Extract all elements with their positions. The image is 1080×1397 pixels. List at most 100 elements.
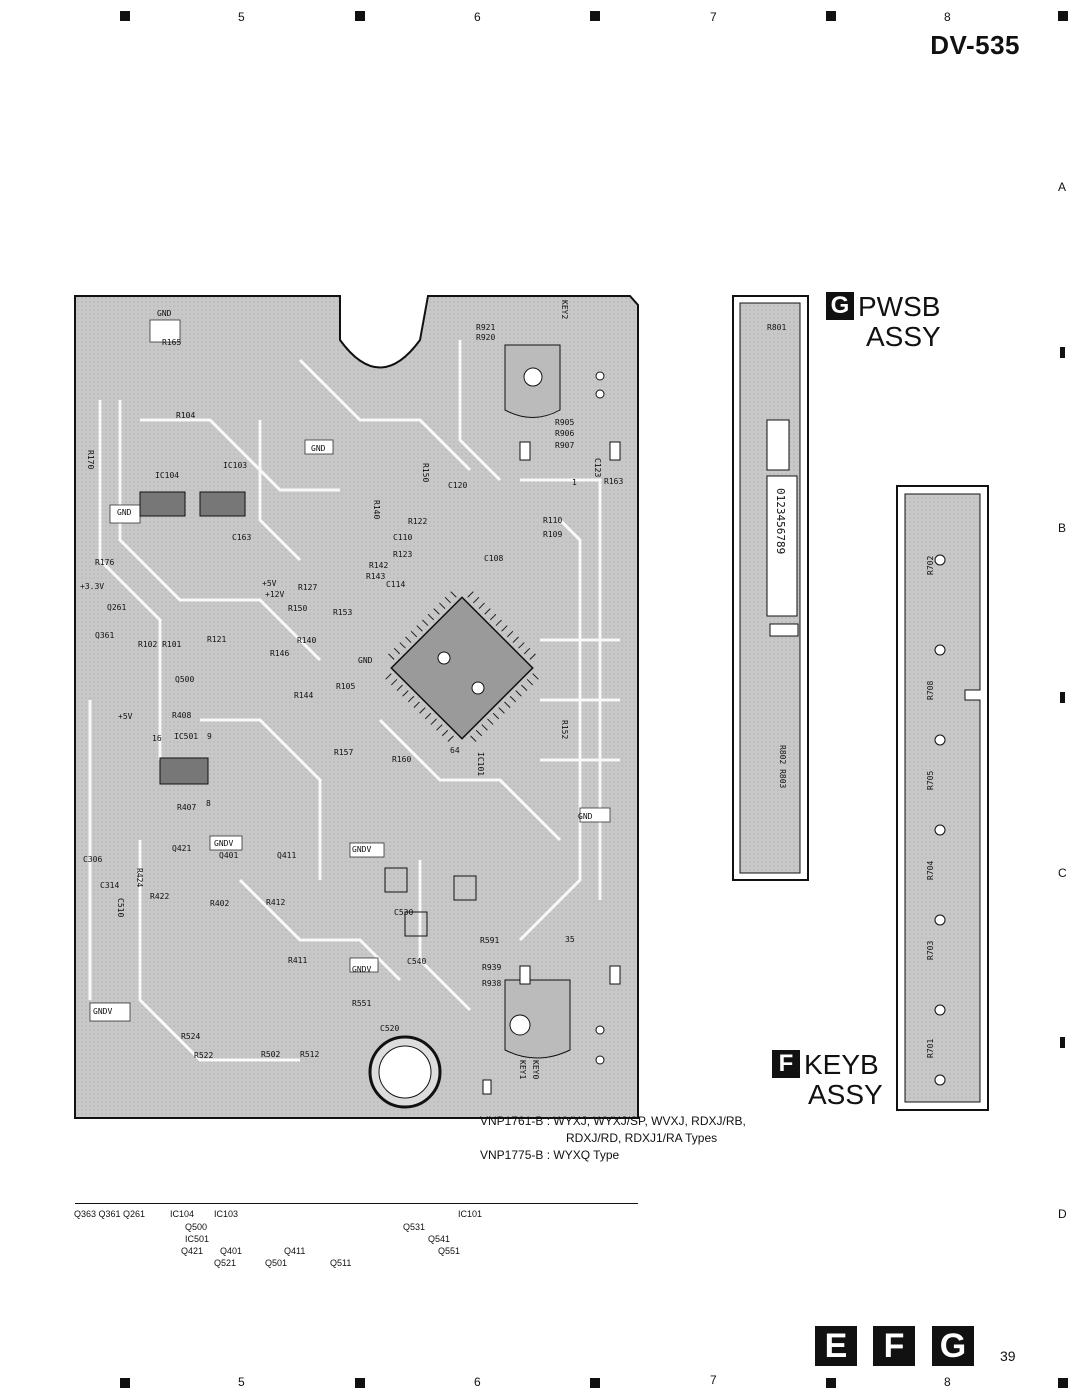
pcb-label: R701 [926, 1039, 935, 1058]
parts-index-rule [75, 1203, 638, 1204]
column-number: 8 [944, 1375, 951, 1389]
pcb-label: R150 [288, 604, 307, 613]
pcb-label: GND [358, 656, 373, 665]
pcb-label: R938 [482, 979, 501, 988]
register-mark [590, 11, 600, 21]
pcb-label: GNDV [214, 839, 233, 848]
column-number: 6 [474, 10, 481, 24]
register-mark [826, 11, 836, 21]
pcb-label: GND [311, 444, 326, 453]
pcb-label: R160 [392, 755, 411, 764]
pcb-label: 9 [207, 732, 212, 741]
register-mark [120, 11, 130, 21]
pcb-label: C114 [386, 580, 405, 589]
pcb-label: R150 [421, 463, 430, 482]
pcb-label: GND [157, 309, 172, 318]
keyb-title-line2: ASSY [808, 1079, 883, 1110]
board-letter-f: F [772, 1050, 800, 1078]
pwsb-title-line1: PWSB [858, 291, 941, 322]
register-mark [1060, 692, 1065, 703]
variant-note-2: RDXJ/RD, RDXJ1/RA Types [566, 1131, 718, 1145]
model-name: DV-535 [930, 30, 1020, 60]
pcb-label: GND [578, 812, 593, 821]
parts-ref: Q500 [185, 1222, 208, 1232]
pcb-label: R402 [210, 899, 229, 908]
pcb-label: R905 [555, 418, 574, 427]
register-mark [826, 1378, 836, 1388]
pcb-label: R105 [336, 682, 355, 691]
pcb-label: R802 R803 [778, 745, 787, 789]
parts-ref: IC101 [458, 1209, 483, 1219]
pcb-label: R102 R101 [138, 640, 182, 649]
pcb-label: R422 [150, 892, 169, 901]
pcb-label: Q411 [277, 851, 296, 860]
pcb-label: GNDV [352, 965, 371, 974]
pcb-label: +12V [265, 590, 284, 599]
pcb-label: R906 [555, 429, 574, 438]
column-number: 5 [238, 10, 245, 24]
pcb-label: Q261 [107, 603, 126, 612]
row-letter: C [1058, 866, 1067, 880]
pcb-label: R512 [300, 1050, 319, 1059]
pcb-label: R143 [366, 572, 385, 581]
pcb-label: R176 [95, 558, 114, 567]
pcb-label: KEY0 [531, 1060, 540, 1079]
pcb-label: R591 [480, 936, 499, 945]
register-mark [355, 11, 365, 21]
parts-ref: Q521 [214, 1258, 237, 1268]
pcb-label: R157 [334, 748, 353, 757]
register-mark [1058, 1378, 1068, 1388]
pcb-label: 16 [152, 734, 162, 743]
tab-e: E [815, 1326, 857, 1366]
pcb-label: GNDV [93, 1007, 112, 1016]
parts-ref: Q551 [438, 1246, 461, 1256]
pcb-label: R153 [333, 608, 352, 617]
pcb-label: R502 [261, 1050, 280, 1059]
pcb-label: R163 [604, 477, 623, 486]
pcb-label: C510 [116, 898, 125, 917]
pcb-label: R424 [135, 868, 144, 887]
parts-ref: Q363 Q361 Q261 [74, 1209, 146, 1219]
pcb-label: C314 [100, 881, 119, 890]
pcb-label: R939 [482, 963, 501, 972]
register-mark [120, 1378, 130, 1388]
pcb-label: R801 [767, 323, 786, 332]
pcb-label: R411 [288, 956, 307, 965]
pcb-label: R708 [926, 681, 935, 700]
parts-ref: Q541 [428, 1234, 451, 1244]
pcb-label: R705 [926, 771, 935, 790]
pcb-label: R146 [270, 649, 289, 658]
pcb-label: C120 [448, 481, 467, 490]
pcb-label: C306 [83, 855, 102, 864]
pcb-label: R127 [298, 583, 317, 592]
pcb-label: R522 [194, 1051, 213, 1060]
pcb-label: R165 [162, 338, 181, 347]
pcb-label: R524 [181, 1032, 200, 1041]
board-letter-g: G [826, 292, 854, 320]
pcb-label: 8 [206, 799, 211, 808]
pcb-label: R140 [372, 500, 381, 519]
pcb-label: R152 [560, 720, 569, 739]
pcb-label: IC501 [174, 732, 198, 741]
pcb-label: 0123456789 [774, 488, 787, 554]
pcb-label: R702 [926, 556, 935, 575]
pcb-label: R412 [266, 898, 285, 907]
pcb-label: R104 [176, 411, 195, 420]
pcb-label: KEY2 [560, 300, 569, 319]
parts-ref: Q511 [330, 1258, 352, 1268]
pcb-label: R123 [393, 550, 412, 559]
pcb-label: R920 [476, 333, 495, 342]
pcb-label: R170 [86, 450, 95, 469]
pcb-label: 1 [572, 478, 577, 487]
pcb-label: R551 [352, 999, 371, 1008]
variant-note-3: VNP1775-B : WYXQ Type [480, 1148, 620, 1162]
column-number: 7 [710, 1373, 717, 1387]
pcb-label: GND [117, 508, 132, 517]
register-mark [1058, 11, 1068, 21]
pcb-label: C110 [393, 533, 412, 542]
row-letter: D [1058, 1207, 1067, 1221]
keyb-title-line1: KEYB [804, 1049, 879, 1080]
register-mark [1060, 347, 1065, 358]
